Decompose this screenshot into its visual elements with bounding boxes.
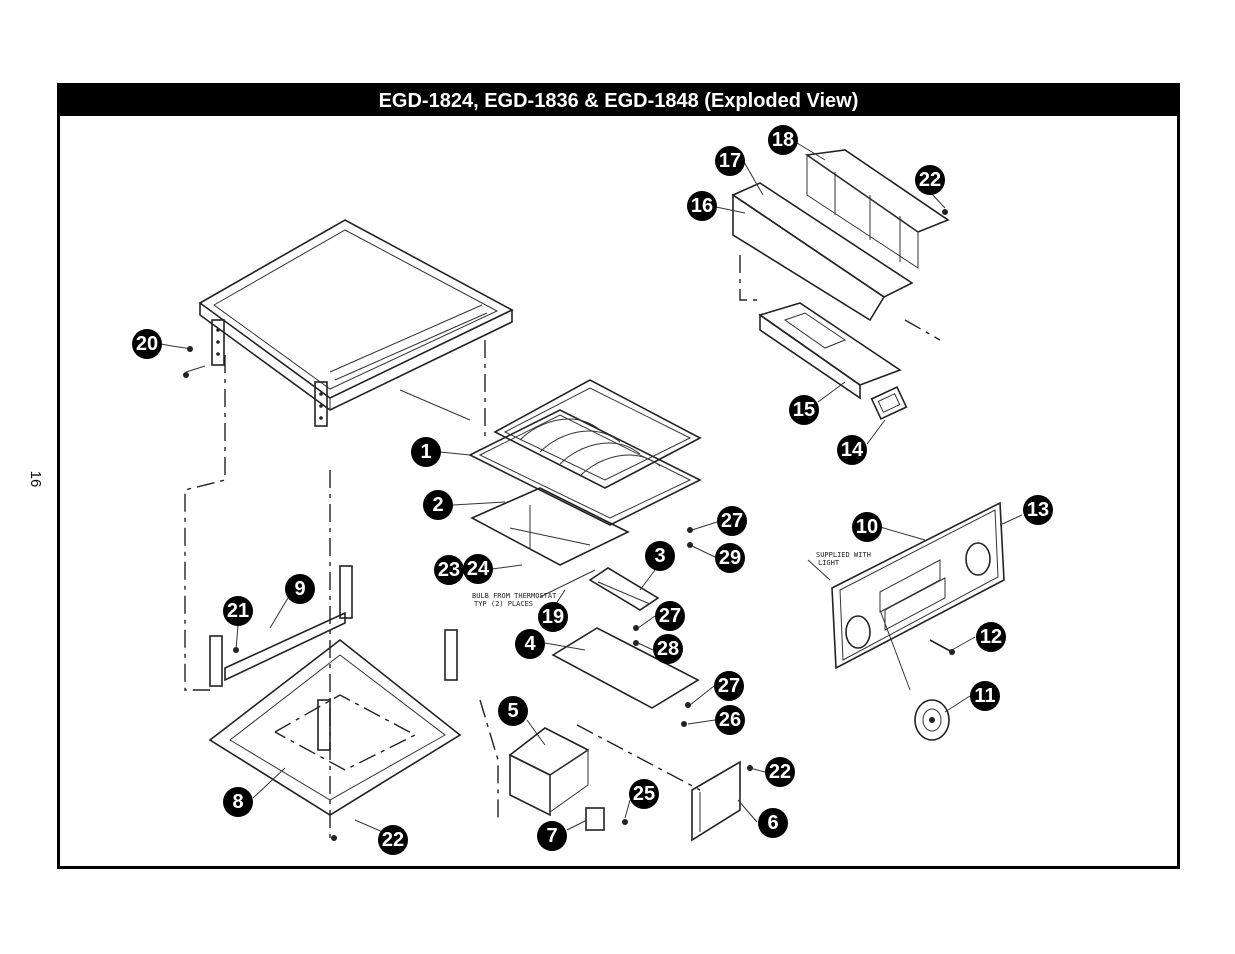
svg-text:9: 9 [294,578,305,600]
bulb-note-line1: BULB FROM THERMOSTAT [472,592,557,600]
callout-19: 19 [538,602,568,632]
base-pan [208,629,462,816]
svg-text:27: 27 [721,510,743,532]
callout-9: 9 [285,574,315,604]
callout-21: 21 [223,596,253,626]
svg-text:10: 10 [856,516,878,538]
screws-20 [171,345,206,378]
callout-10: 10 [852,512,882,542]
callout-27-bottom: 27 [714,671,744,701]
callout-22-trough: 22 [915,165,945,195]
callout-29: 29 [715,543,745,573]
svg-text:20: 20 [136,333,158,355]
grease-drawer [758,302,902,400]
svg-text:11: 11 [974,685,995,707]
callout-20: 20 [132,329,162,359]
svg-text:22: 22 [382,829,404,851]
callout-2: 2 [423,490,453,520]
leg-bracket-9 [209,565,353,687]
callout-6: 6 [758,808,788,838]
svg-text:21: 21 [227,600,249,622]
supplied-with-light-line2: LIGHT [818,559,840,567]
svg-text:4: 4 [524,633,536,655]
svg-text:16: 16 [691,195,713,217]
svg-text:7: 7 [546,825,557,847]
callout-13: 13 [1023,495,1053,525]
svg-text:27: 27 [659,605,681,627]
diagram-frame: EGD-1824, EGD-1836 & EGD-1848 (Exploded … [57,83,1180,869]
callout-28: 28 [653,634,683,664]
callout-27-middle: 27 [655,601,685,631]
assembly-lines [184,255,941,840]
callout-11: 11 [970,681,1000,711]
svg-text:19: 19 [542,606,564,628]
hardware-22-base [331,209,948,841]
junction-box [508,727,590,817]
callout-22-base: 22 [378,825,408,855]
griddle-plate [198,219,514,411]
svg-text:22: 22 [919,169,941,191]
thermostat-bracket [588,567,660,611]
callout-12: 12 [976,622,1006,652]
callout-7: 7 [537,821,567,851]
callout-14: 14 [837,435,867,465]
bottom-plate [551,627,700,709]
terminal-block [585,807,628,831]
callout-27-top: 27 [717,506,747,536]
svg-text:25: 25 [633,783,655,805]
svg-text:8: 8 [232,791,243,813]
svg-text:18: 18 [772,129,794,151]
svg-text:29: 29 [719,547,741,569]
callout-18: 18 [768,125,798,155]
bulb-note: BULB FROM THERMOSTAT TYP (2) PLACES [472,569,596,608]
heating-elements [468,379,702,526]
grease-trough [731,149,950,322]
svg-text:13: 13 [1027,499,1049,521]
callout-16: 16 [687,191,717,221]
svg-text:1: 1 [420,441,431,463]
svg-text:27: 27 [718,675,740,697]
svg-text:2: 2 [432,494,443,516]
svg-text:6: 6 [767,812,778,834]
callout-4: 4 [515,629,545,659]
support-plate [470,487,630,566]
callout-3: 3 [645,541,675,571]
screw-12 [929,639,955,655]
callout-26: 26 [715,705,745,735]
callout-15: 15 [789,395,819,425]
svg-text:14: 14 [841,439,864,461]
callout-23: 23 [434,555,464,585]
svg-text:17: 17 [719,150,741,172]
svg-text:22: 22 [769,761,791,783]
griddle-side-brackets [211,319,328,427]
control-knob [914,699,950,741]
callout-8: 8 [223,787,253,817]
side-panel [691,760,753,842]
front-panel [831,501,1005,670]
svg-text:24: 24 [467,558,490,580]
svg-text:15: 15 [793,399,815,421]
supplied-with-light-note: SUPPLIED WITH LIGHT [807,551,871,581]
svg-text:26: 26 [719,709,741,731]
callout-22-side-panel: 22 [765,757,795,787]
callout-24: 24 [463,554,493,584]
drawer-handle [870,386,908,420]
svg-text:5: 5 [507,700,518,722]
callout-5: 5 [498,696,528,726]
callout-17: 17 [715,146,745,176]
diagram-title: EGD-1824, EGD-1836 & EGD-1848 (Exploded … [60,86,1177,116]
svg-text:12: 12 [980,626,1002,648]
svg-text:28: 28 [657,638,679,660]
svg-text:23: 23 [438,559,460,581]
supplied-with-light-line1: SUPPLIED WITH [816,551,871,559]
bulb-note-line2: TYP (2) PLACES [474,600,533,608]
callout-25: 25 [629,779,659,809]
svg-text:3: 3 [654,545,665,567]
hardware-26-29 [633,527,693,727]
callout-1: 1 [411,437,441,467]
